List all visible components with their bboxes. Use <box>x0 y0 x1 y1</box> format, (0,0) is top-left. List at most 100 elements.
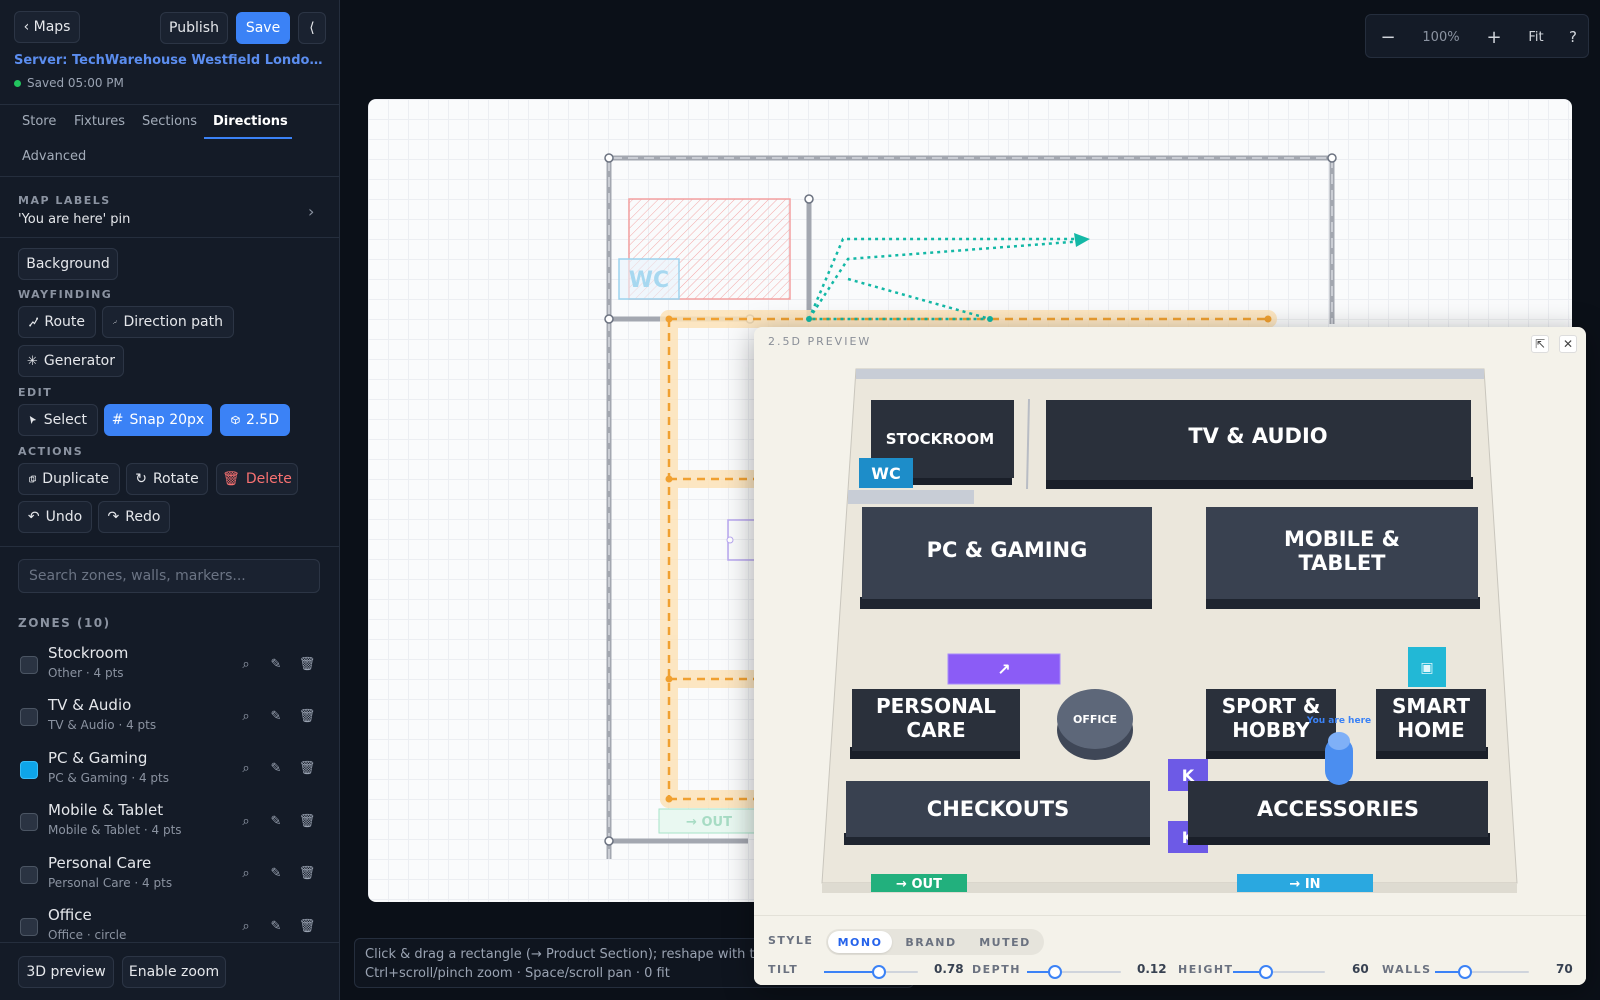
fit-button[interactable]: Fit <box>1528 29 1544 45</box>
route-button[interactable]: Route <box>18 306 96 338</box>
tab-directions[interactable]: Directions <box>213 114 288 129</box>
zone-visibility-checkbox[interactable] <box>20 918 38 936</box>
zoom-to-zone-icon[interactable]: ⌕ <box>242 708 250 724</box>
edit-zone-icon[interactable]: ✎ <box>270 866 282 882</box>
walls-slider[interactable] <box>1435 965 1529 979</box>
preview-checkouts-block[interactable] <box>846 781 1150 837</box>
search-input[interactable] <box>18 559 320 593</box>
preview-wc-marker[interactable] <box>859 458 913 488</box>
fixture-node[interactable] <box>726 536 734 544</box>
direction-node[interactable] <box>987 316 993 322</box>
preview-scene[interactable]: STOCKROOM WC TV & AUDIO PC & GAMING MOBI… <box>754 327 1586 915</box>
route-node[interactable] <box>665 795 673 803</box>
preview-25d-toggle-button[interactable]: 2.5D <box>220 404 290 436</box>
map-labels-row[interactable]: MAP LABELS 'You are here' pin › <box>0 180 339 236</box>
zone-visibility-checkbox[interactable] <box>20 865 38 884</box>
delete-button[interactable]: 🗑 Delete <box>216 463 298 495</box>
zoom-out-button[interactable]: − <box>1380 26 1396 48</box>
preview-accessories-block[interactable] <box>1188 781 1488 837</box>
redo-button[interactable]: ↷ Redo <box>98 501 170 533</box>
depth-slider-knob[interactable] <box>1048 965 1063 979</box>
zoom-to-zone-icon[interactable]: ⌕ <box>242 656 250 672</box>
wc-zone[interactable] <box>618 258 680 300</box>
direction-path-button[interactable]: Direction path <box>102 306 234 338</box>
zone-visibility-checkbox[interactable] <box>20 813 38 832</box>
style-muted-button[interactable]: MUTED <box>979 935 1031 949</box>
height-slider[interactable] <box>1233 965 1325 979</box>
wall-node[interactable] <box>604 836 614 846</box>
zoom-to-zone-icon[interactable]: ⌕ <box>242 761 250 777</box>
generator-button[interactable]: ✳ Generator <box>18 345 124 377</box>
edit-zone-icon[interactable]: ✎ <box>270 918 282 934</box>
route-node[interactable] <box>665 475 673 483</box>
publish-button[interactable]: Publish <box>160 12 228 44</box>
preview-smart-screen[interactable] <box>1408 647 1446 687</box>
direction-path[interactable] <box>807 237 1084 320</box>
zone-visibility-checkbox[interactable] <box>20 760 38 779</box>
route-node[interactable] <box>665 315 673 323</box>
zoom-in-button[interactable]: + <box>1486 26 1502 48</box>
tab-store[interactable]: Store <box>22 114 57 129</box>
wall-node[interactable] <box>804 194 814 204</box>
preview-tv-block[interactable] <box>1046 400 1471 480</box>
style-brand-button[interactable]: BRAND <box>905 935 957 949</box>
back-to-maps-button[interactable]: ‹ Maps <box>14 11 80 43</box>
tilt-slider-knob[interactable] <box>871 965 886 979</box>
close-preview-button[interactable]: ✕ <box>1559 335 1577 353</box>
depth-slider[interactable] <box>1027 965 1121 979</box>
edit-zone-icon[interactable]: ✎ <box>270 656 282 672</box>
save-button[interactable]: Save <box>236 12 290 44</box>
wall-node[interactable] <box>1327 153 1337 163</box>
background-button[interactable]: Background <box>18 248 118 280</box>
route-node[interactable] <box>1264 315 1272 323</box>
enable-zoom-button[interactable]: Enable zoom <box>122 956 226 988</box>
edit-zone-icon[interactable]: ✎ <box>270 761 282 777</box>
help-button[interactable]: ? <box>1569 28 1577 46</box>
delete-zone-icon[interactable]: 🗑 <box>298 866 316 882</box>
preview-fixture[interactable] <box>947 653 1061 685</box>
delete-zone-icon[interactable]: 🗑 <box>298 708 316 724</box>
preview-pc-block[interactable] <box>862 507 1152 599</box>
zoom-to-zone-icon[interactable]: ⌕ <box>242 813 250 829</box>
preview-mobile-block[interactable] <box>1206 507 1478 599</box>
delete-zone-icon[interactable]: 🗑 <box>298 656 316 672</box>
tab-fixtures[interactable]: Fixtures <box>74 114 126 129</box>
wall-node[interactable] <box>604 153 614 163</box>
direction-path[interactable] <box>807 239 1085 320</box>
preview-out-marker[interactable] <box>871 874 967 892</box>
zone-visibility-checkbox[interactable] <box>20 708 38 727</box>
duplicate-button[interactable]: Duplicate <box>18 463 120 495</box>
delete-zone-icon[interactable]: 🗑 <box>298 813 316 829</box>
exit-marker[interactable] <box>658 808 760 834</box>
edit-zone-icon[interactable]: ✎ <box>270 813 282 829</box>
tilt-slider[interactable] <box>824 965 918 979</box>
tab-advanced[interactable]: Advanced <box>22 149 87 164</box>
zoom-to-zone-icon[interactable]: ⌕ <box>242 866 250 882</box>
style-mono-button[interactable]: MONO <box>828 931 892 953</box>
rotate-button[interactable]: ↻ Rotate <box>126 463 208 495</box>
you-are-here-pin[interactable] <box>1325 737 1353 785</box>
edit-zone-icon[interactable]: ✎ <box>270 708 282 724</box>
zoom-to-zone-icon[interactable]: ⌕ <box>242 918 250 934</box>
direction-node[interactable] <box>806 316 812 322</box>
undo-button[interactable]: ↶ Undo <box>18 501 92 533</box>
tab-sections[interactable]: Sections <box>142 114 198 129</box>
collapse-sidebar-button[interactable]: ⟨ <box>298 12 326 44</box>
snap-toggle-button[interactable]: # Snap 20px <box>104 404 212 436</box>
preview-smart-block[interactable] <box>1376 689 1486 751</box>
preview-office-cylinder[interactable] <box>1057 689 1133 749</box>
preview-personal-block[interactable] <box>852 689 1020 751</box>
preview-in-marker[interactable] <box>1237 874 1373 892</box>
height-slider-knob[interactable] <box>1259 965 1274 979</box>
3d-preview-button[interactable]: 3D preview <box>18 956 114 988</box>
route-node[interactable] <box>665 675 673 683</box>
delete-zone-icon[interactable]: 🗑 <box>298 918 316 934</box>
zone-visibility-checkbox[interactable] <box>20 656 38 674</box>
expand-preview-button[interactable]: ⇱ <box>1531 335 1549 353</box>
